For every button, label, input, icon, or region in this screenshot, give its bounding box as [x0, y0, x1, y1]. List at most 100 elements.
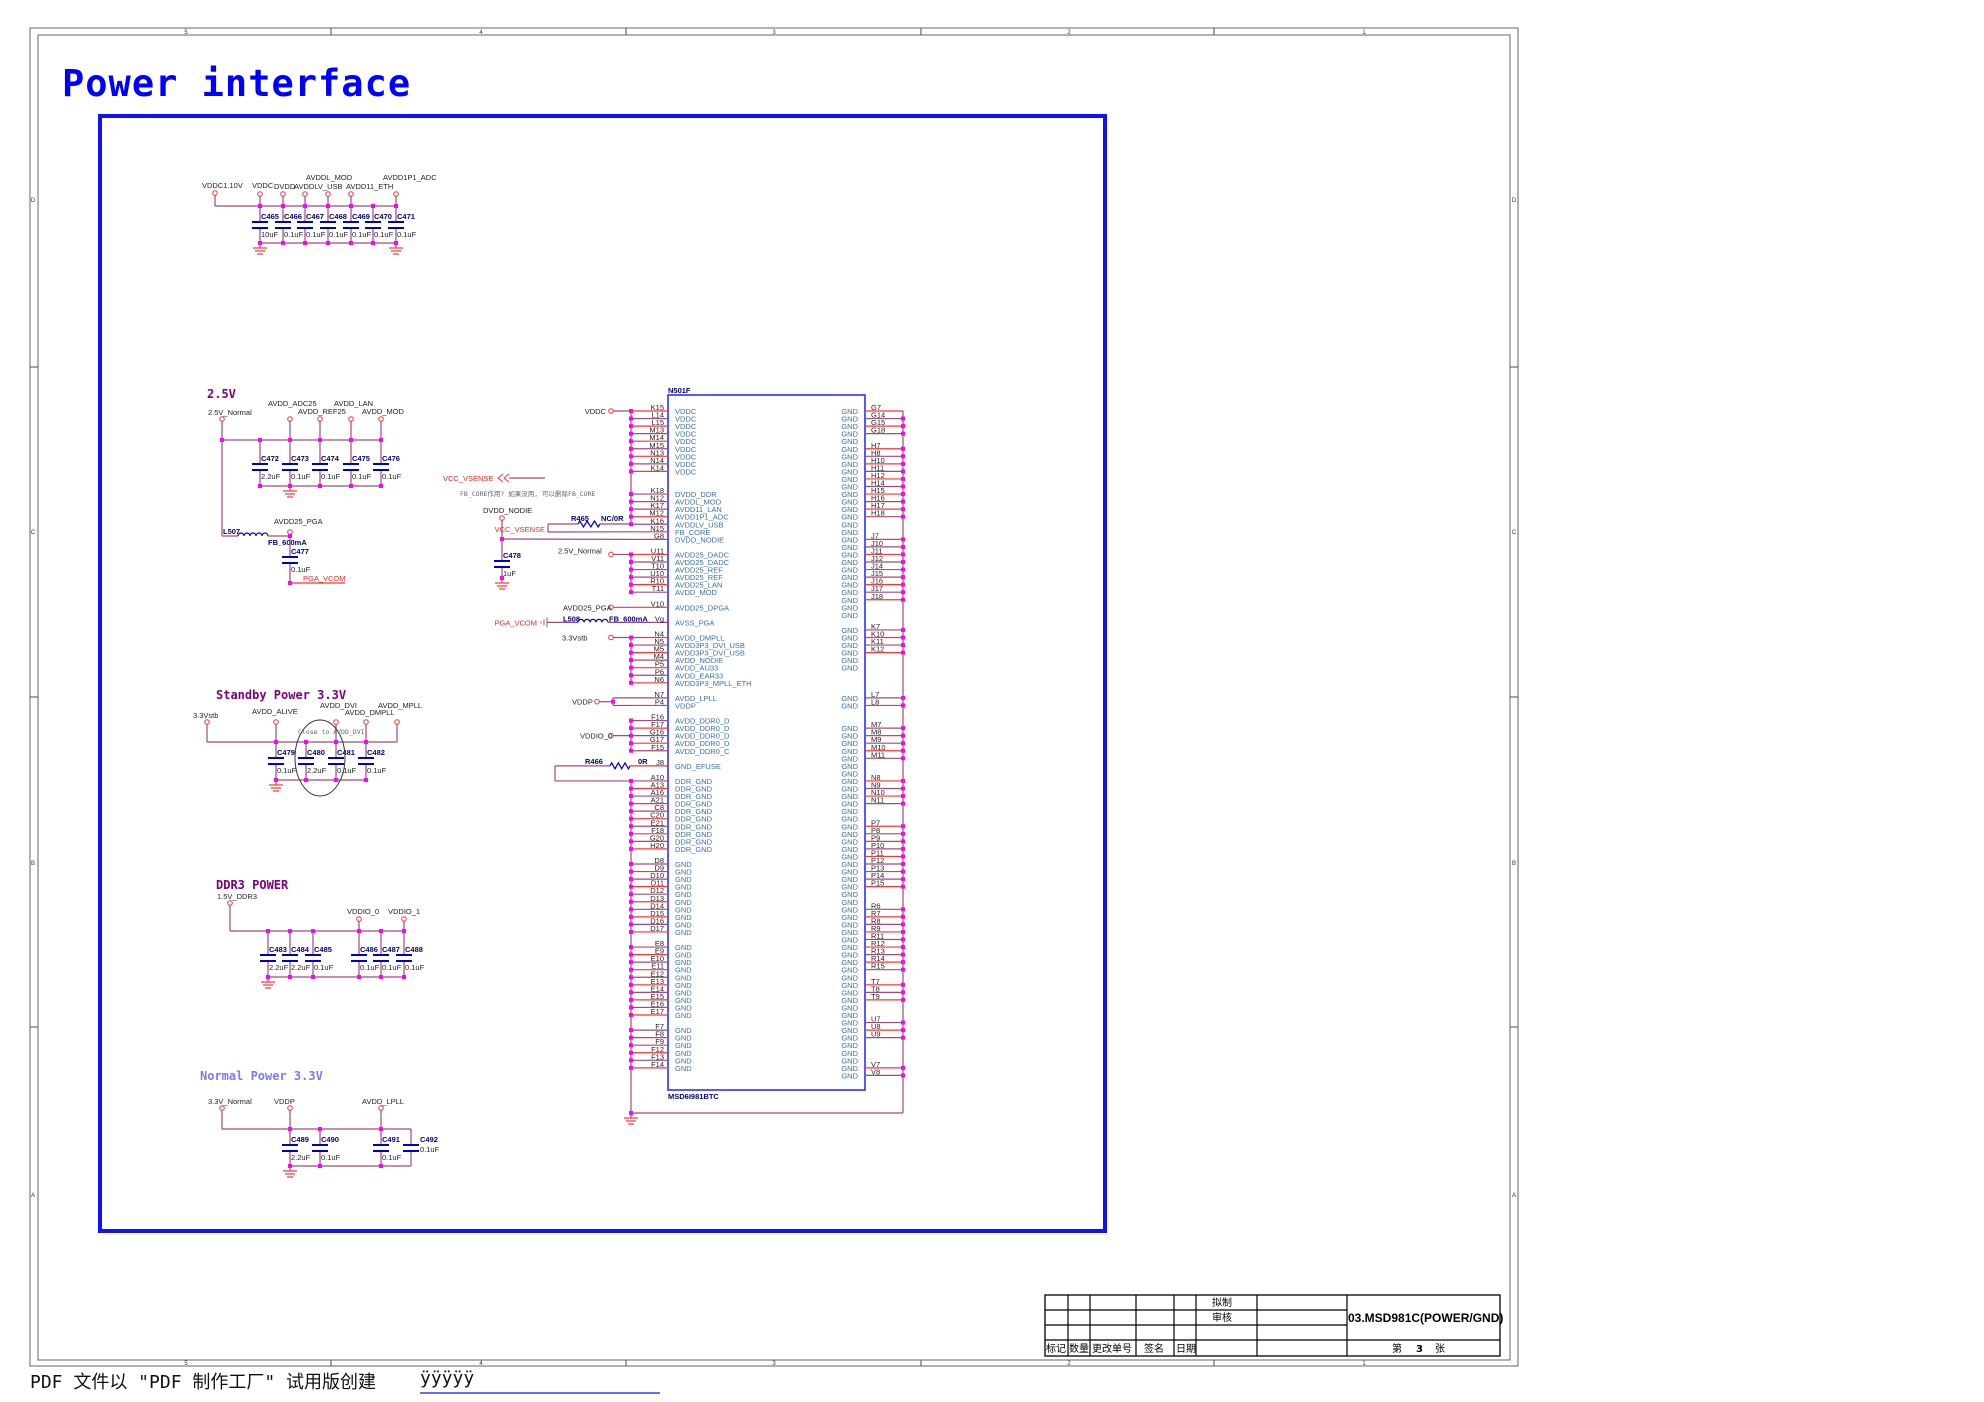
junction-dot — [318, 1164, 322, 1168]
junction-dot — [629, 514, 633, 519]
ic-reference: N501F — [668, 386, 691, 395]
inductor-icon — [237, 532, 269, 537]
junction-dot — [629, 786, 633, 791]
junction-dot — [901, 1035, 905, 1040]
pin-number: P14 — [871, 871, 884, 880]
capacitor-ref: C486 — [360, 945, 378, 954]
port-label: 3.3Vstb — [562, 634, 587, 643]
pin-number: M5 — [654, 645, 664, 654]
border-row-label: B — [31, 861, 35, 867]
pin-number: H18 — [871, 509, 885, 518]
junction-dot — [901, 945, 905, 950]
junction-dot — [901, 952, 905, 957]
pin-number: E21 — [651, 818, 664, 827]
port-label: DVDD — [274, 182, 296, 191]
pin-function: GND — [675, 1026, 692, 1035]
pin-function: GND — [841, 898, 858, 907]
junction-dot — [629, 409, 633, 413]
port-icon — [378, 1105, 384, 1111]
pin-number: F13 — [651, 1052, 664, 1061]
pin-function: GND — [675, 883, 692, 892]
capacitor-value: 0.1uF — [306, 230, 326, 239]
inductor-icon — [577, 618, 609, 623]
pin-function: GND — [841, 732, 858, 741]
pin-function: GND — [841, 747, 858, 756]
capacitor-ref: C488 — [405, 945, 423, 954]
pin-function: GND — [841, 988, 858, 997]
capacitor-ref: C481 — [337, 748, 355, 757]
port-label: DVDD_NODIE — [483, 506, 532, 515]
capacitor-value: 0.1uF — [420, 1145, 440, 1154]
pin-function: GND — [841, 815, 858, 824]
port-icon — [317, 416, 323, 422]
pin-number: L7 — [871, 690, 879, 699]
pin-function: GND_EFUSE — [675, 762, 721, 771]
port-label: AVDD_ADC25 — [268, 399, 317, 408]
pin-function: GND — [841, 641, 858, 650]
port-icon — [356, 916, 362, 922]
capacitor-ref: C473 — [291, 454, 309, 463]
pin-function: GND — [841, 1071, 858, 1080]
junction-dot — [901, 695, 905, 700]
capacitor-value: 0.1uF — [382, 963, 402, 972]
footer-link[interactable]: ÿÿÿÿÿ — [420, 1368, 475, 1389]
pin-number: E10 — [651, 954, 664, 963]
junction-dot — [311, 975, 315, 979]
pin-function: DVDD_NODIE — [675, 535, 724, 544]
drawing-name: 03.MSD981C(POWER/GND) — [1348, 1311, 1503, 1325]
pin-function: VDDP — [675, 701, 696, 710]
junction-dot — [629, 522, 633, 527]
pin-function: AVDD_DDR0_D — [675, 717, 730, 726]
pin-function: GND — [841, 920, 858, 929]
pin-number: K10 — [871, 630, 884, 639]
pin-function: AVDD11_LAN — [675, 505, 722, 514]
pin-function: AVDD_AU33 — [675, 664, 718, 673]
junction-dot — [629, 884, 633, 889]
pin-function: AVDD_LPLL — [675, 694, 717, 703]
port-icon — [212, 190, 218, 196]
pin-function: GND — [675, 988, 692, 997]
revision-header: 更改单号 — [1092, 1342, 1132, 1355]
port-label: VDDIO_0 — [580, 732, 612, 741]
capacitor-ref: C489 — [291, 1135, 309, 1144]
pin-number: F17 — [651, 720, 664, 729]
port-icon — [325, 191, 331, 197]
port-icon — [363, 719, 369, 725]
junction-dot — [629, 680, 633, 685]
pin-function: GND — [675, 1003, 692, 1012]
power-interface-frame — [98, 114, 1107, 1233]
port-icon — [378, 416, 384, 422]
capacitor-ref: C466 — [284, 212, 302, 221]
junction-dot — [629, 824, 633, 829]
pin-function: GND — [841, 505, 858, 514]
sheet-suffix: 张 — [1435, 1343, 1445, 1355]
pin-function: GND — [841, 762, 858, 771]
pin-function: GND — [841, 868, 858, 877]
junction-dot — [303, 241, 307, 245]
port-label: AVDD25_PGA — [274, 517, 323, 526]
pin-function: GND — [841, 588, 858, 597]
junction-dot — [629, 778, 633, 783]
pin-function: GND — [841, 550, 858, 559]
pin-function: AVDD3P3_MPLL_ETH — [675, 679, 752, 688]
junction-dot — [901, 877, 905, 882]
pin-function: DDR_GND — [675, 845, 713, 854]
junction-dot — [288, 1127, 292, 1131]
pin-function: GND — [841, 830, 858, 839]
pin-function: GND — [841, 966, 858, 975]
pin-function: AVDD_DMPLL — [675, 634, 724, 643]
section-heading-standby: Standby Power 3.3V — [216, 688, 346, 702]
resistor-value: NC/0R — [601, 514, 624, 523]
pin-number: V8 — [871, 1067, 880, 1076]
pin-function: GND — [841, 437, 858, 446]
pin-number: K16 — [651, 516, 664, 525]
pin-number: E8 — [655, 939, 664, 948]
junction-dot — [629, 1043, 633, 1048]
junction-dot — [901, 869, 905, 874]
junction-dot — [379, 975, 383, 979]
junction-dot — [901, 967, 905, 972]
pin-number: G18 — [871, 426, 885, 435]
port-icon — [499, 515, 505, 521]
junction-dot — [901, 726, 905, 731]
